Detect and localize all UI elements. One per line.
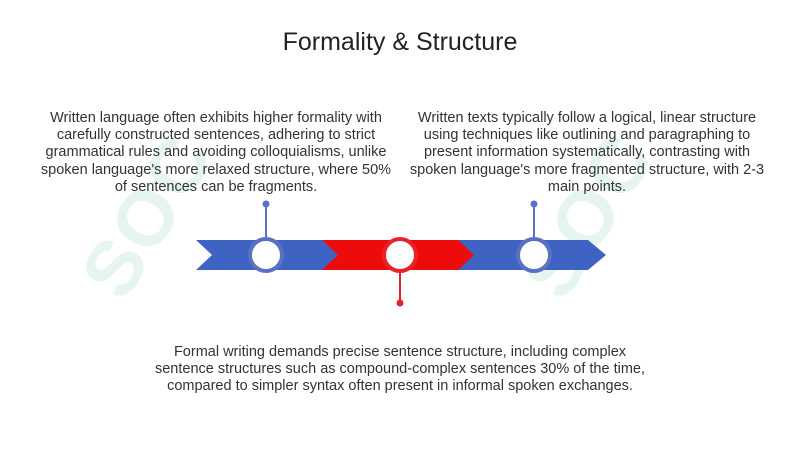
timeline-node-3 xyxy=(516,237,552,273)
connector-right-dot xyxy=(530,200,538,208)
point-text-right: Written texts typically follow a logical… xyxy=(409,110,765,195)
timeline-node-2 xyxy=(382,237,418,273)
point-text-left: Written language often exhibits higher f… xyxy=(40,110,392,195)
connector-center-dot xyxy=(396,299,404,307)
point-text-bottom: Formal writing demands precise sentence … xyxy=(154,344,646,395)
timeline-node-1 xyxy=(248,237,284,273)
connector-left-dot xyxy=(262,200,270,208)
page-title: Formality & Structure xyxy=(282,28,518,56)
